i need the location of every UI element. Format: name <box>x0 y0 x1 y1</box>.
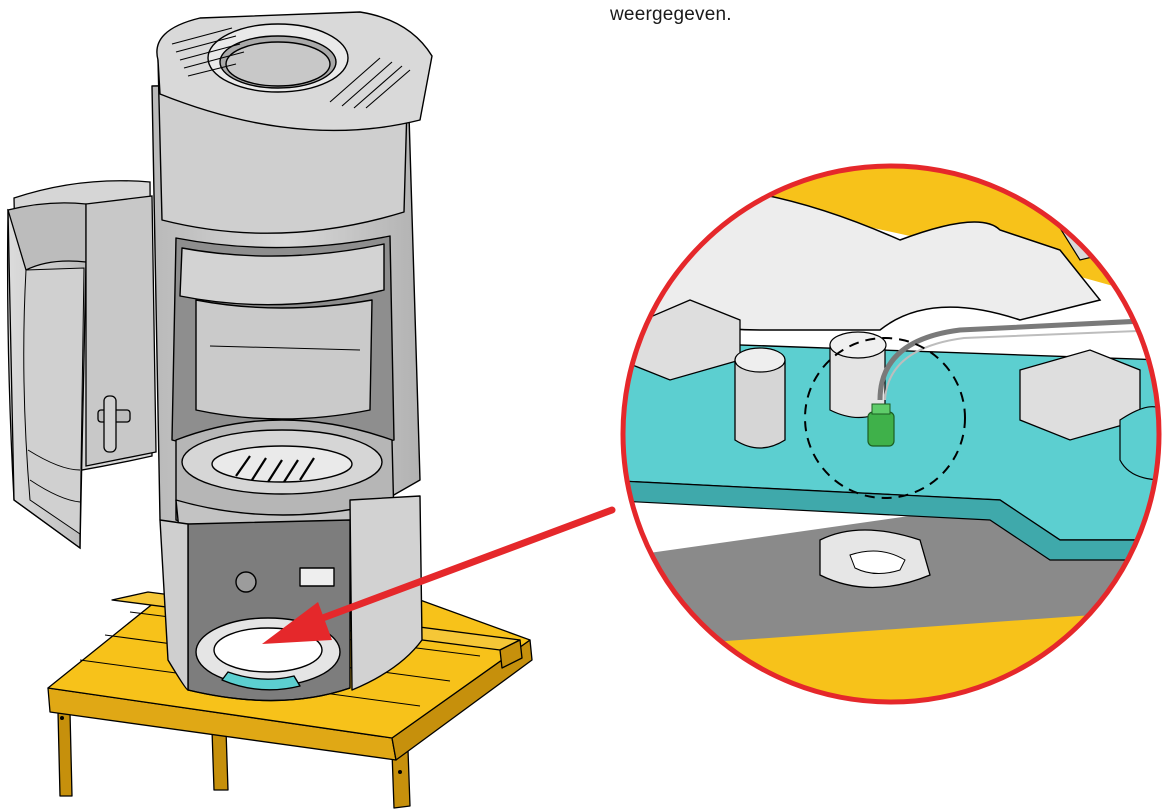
callout-arrow-icon <box>262 506 616 644</box>
zoom-detail-callout <box>620 163 1162 705</box>
dashed-highlight-circle-icon <box>804 337 966 499</box>
stove-body <box>151 11 433 702</box>
stove-door-open <box>6 180 157 550</box>
instruction-caption: weergegeven. <box>610 4 732 25</box>
